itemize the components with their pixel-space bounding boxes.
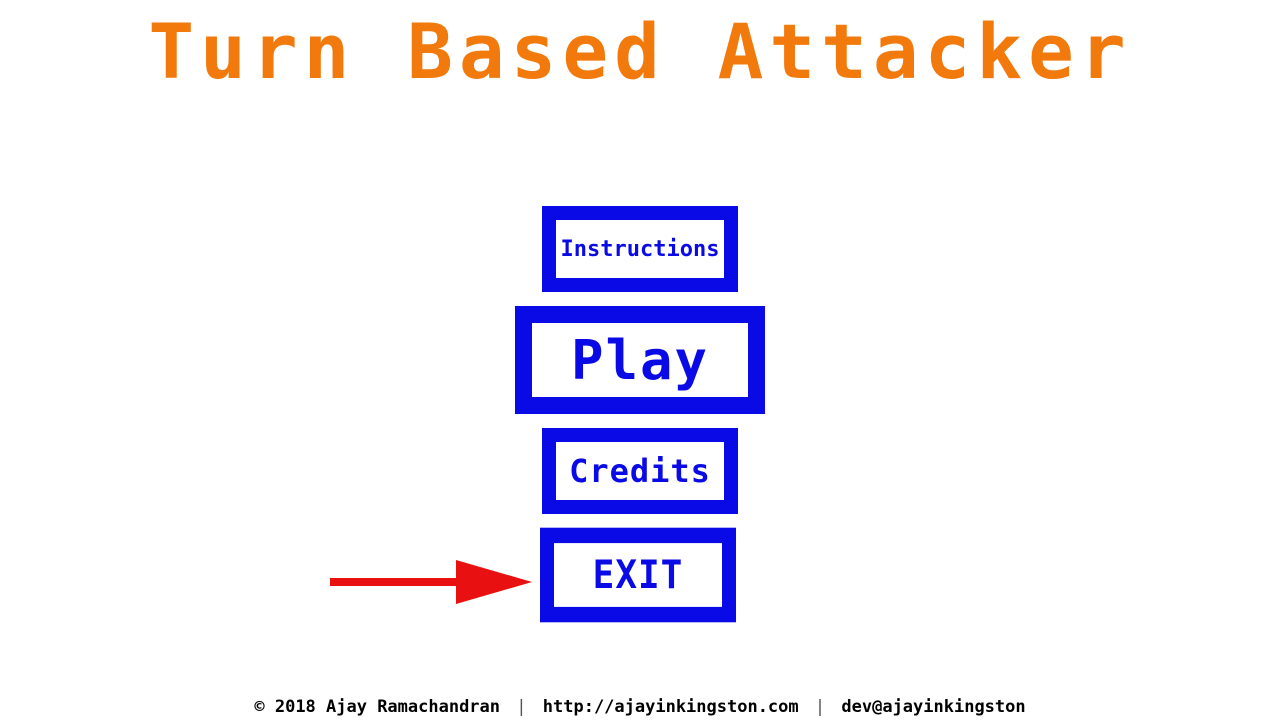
footer-website-link[interactable]: http://ajayinkingston.com xyxy=(542,697,799,717)
footer: © 2018 Ajay Ramachandran | http://ajayin… xyxy=(0,694,1280,720)
exit-button[interactable]: EXIT xyxy=(540,527,736,623)
right-arrow-icon xyxy=(330,560,532,604)
instructions-button[interactable]: Instructions xyxy=(542,206,738,292)
footer-separator: | xyxy=(516,697,527,717)
game-title: Turn Based Attacker xyxy=(148,7,1132,96)
credits-button-label: Credits xyxy=(569,452,711,490)
footer-separator: | xyxy=(814,697,826,717)
credits-button[interactable]: Credits xyxy=(542,428,738,514)
footer-copyright: © 2018 Ajay Ramachandran xyxy=(254,697,501,717)
arrow-head xyxy=(456,560,532,604)
footer-email-link[interactable]: dev@ajayinkingston xyxy=(841,697,1026,717)
arrow-shaft xyxy=(330,578,466,586)
instructions-button-label: Instructions xyxy=(560,236,720,262)
exit-button-label: EXIT xyxy=(592,552,684,598)
play-button[interactable]: Play xyxy=(515,306,765,414)
play-button-label: Play xyxy=(570,328,710,392)
